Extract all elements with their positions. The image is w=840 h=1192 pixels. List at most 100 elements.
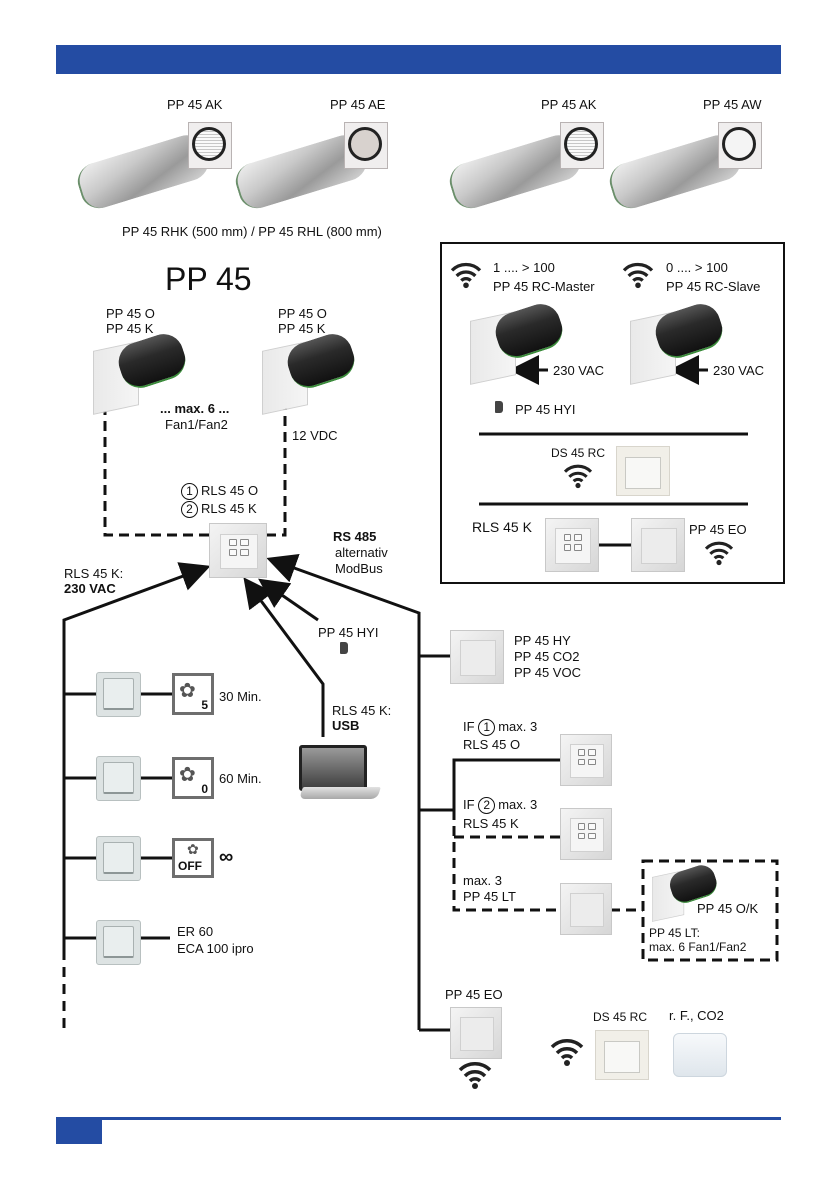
if-prefix: IF xyxy=(463,719,475,734)
switch-label: 60 Min. xyxy=(219,771,262,786)
fan-unit-label: PP 45 K xyxy=(278,321,326,336)
power-wire xyxy=(62,562,211,1030)
option-number: 2 xyxy=(181,501,198,518)
lt-box-label: PP 45 LT: xyxy=(649,926,700,940)
option-number: 1 xyxy=(181,483,198,500)
if2-model: RLS 45 K xyxy=(463,816,519,831)
pp-45-lt-panel[interactable] xyxy=(560,883,612,935)
pp-45-eo-panel[interactable] xyxy=(450,1007,502,1059)
rs485-modbus: ModBus xyxy=(335,561,383,576)
rs485-label: RS 485 xyxy=(333,529,377,544)
rls-45-k-controller[interactable] xyxy=(560,808,612,860)
max-fans-sublabel: Fan1/Fan2 xyxy=(165,417,228,432)
fan-unit-label: PP 45 K xyxy=(106,321,154,336)
wall-switch[interactable] xyxy=(96,756,141,801)
max-fans-label: ... max. 6 ... xyxy=(160,401,230,416)
ds-45-rc-switch[interactable] xyxy=(616,446,670,496)
if-suffix: max. 3 xyxy=(498,719,538,734)
sensor-label: PP 45 CO2 xyxy=(514,649,580,664)
rls-45-o-controller[interactable] xyxy=(560,734,612,786)
power-label: RLS 45 K: xyxy=(64,566,124,581)
sensor-label: PP 45 VOC xyxy=(514,665,581,680)
rls-label: RLS 45 K xyxy=(472,519,532,535)
option-label: RLS 45 O xyxy=(201,483,259,498)
wifi-icon xyxy=(563,464,593,489)
usb-label: RLS 45 K: xyxy=(332,703,392,718)
fan-unit-label: PP 45 O xyxy=(278,306,327,321)
sensor-label: PP 45 HY xyxy=(514,633,571,648)
ds-45-rc-switch[interactable] xyxy=(595,1030,649,1080)
if-prefix: IF xyxy=(463,797,475,812)
sensor-panel[interactable] xyxy=(450,630,504,684)
slave-range: 0 .... > 100 xyxy=(666,260,728,275)
grille-ak xyxy=(188,122,232,169)
rs485-wire xyxy=(266,554,421,1030)
badge: 0 xyxy=(201,782,208,796)
lt-box-border xyxy=(641,859,779,962)
wifi-icon xyxy=(704,541,734,566)
eo-label: PP 45 EO xyxy=(445,987,503,1002)
footer-page-block xyxy=(56,1117,102,1144)
usb-type: USB xyxy=(332,718,360,733)
fan-unit-image xyxy=(262,328,362,418)
fan-bus-wire xyxy=(103,405,209,537)
wifi-icon xyxy=(450,262,482,289)
hyi-sensor-icon xyxy=(495,401,503,413)
lt-model: PP 45 LT xyxy=(463,889,516,904)
wall-switch[interactable] xyxy=(96,920,141,965)
rls-45-k-controller[interactable] xyxy=(545,518,599,572)
option-number: 2 xyxy=(478,797,496,814)
lt-box-label: max. 6 Fan1/Fan2 xyxy=(649,940,747,954)
grille-label: PP 45 AK xyxy=(167,97,223,112)
grille-label: PP 45 AE xyxy=(330,97,386,112)
wifi-icon xyxy=(458,1062,492,1089)
badge: OFF xyxy=(178,859,202,873)
slave-voltage: 230 VAC xyxy=(713,363,765,378)
grille-ak xyxy=(560,122,604,169)
grille-ae xyxy=(344,122,388,169)
hyi-sensor-icon xyxy=(340,642,348,654)
lt-unit-label: PP 45 O/K xyxy=(697,901,759,916)
switch-label: ECA 100 ipro xyxy=(177,941,254,956)
master-name: PP 45 RC-Master xyxy=(493,279,595,294)
master-range: 1 .... > 100 xyxy=(493,260,555,275)
switch-label: 30 Min. xyxy=(219,689,262,704)
if1-model: RLS 45 O xyxy=(463,737,521,752)
lt-label: max. 3 xyxy=(463,873,503,888)
header-bar xyxy=(56,45,781,74)
switch-label: ∞ xyxy=(219,846,234,868)
fan-unit-image xyxy=(652,861,721,922)
if-suffix: max. 3 xyxy=(498,797,538,812)
rls-controller[interactable] xyxy=(209,523,267,578)
grille-label: PP 45 AK xyxy=(541,97,597,112)
eo-label: PP 45 EO xyxy=(689,522,747,537)
fan-bus-wire-2 xyxy=(265,400,287,537)
fan-timer-5-icon: ✿5 xyxy=(172,673,214,715)
wifi-icon xyxy=(622,262,654,289)
wall-switch[interactable] xyxy=(96,672,141,717)
system-title: PP 45 xyxy=(165,261,252,297)
ds-label: DS 45 RC xyxy=(551,446,606,460)
master-voltage: 230 VAC xyxy=(553,363,605,378)
grille-label: PP 45 AW xyxy=(703,97,762,112)
footer-line xyxy=(56,1117,781,1120)
laptop-icon xyxy=(293,745,388,805)
grille-aw xyxy=(718,122,762,169)
usb-wire xyxy=(243,577,325,737)
tubes-caption: PP 45 RHK (500 mm) / PP 45 RHL (800 mm) xyxy=(122,224,382,239)
wall-switch[interactable] xyxy=(96,836,141,881)
option-number: 1 xyxy=(478,719,496,736)
power-voltage: 230 VAC xyxy=(64,581,116,596)
sensor-box-label: r. F., CO2 xyxy=(669,1008,724,1023)
fan-off-icon: ✿OFF xyxy=(172,838,214,878)
rs485-alt: alternativ xyxy=(335,545,388,560)
room-sensor xyxy=(673,1033,727,1077)
badge: 5 xyxy=(201,698,208,712)
hyi-label: PP 45 HYI xyxy=(318,625,379,640)
ds-label: DS 45 RC xyxy=(593,1010,648,1024)
fan-unit-label: PP 45 O xyxy=(106,306,155,321)
pp-45-eo-panel[interactable] xyxy=(631,518,685,572)
